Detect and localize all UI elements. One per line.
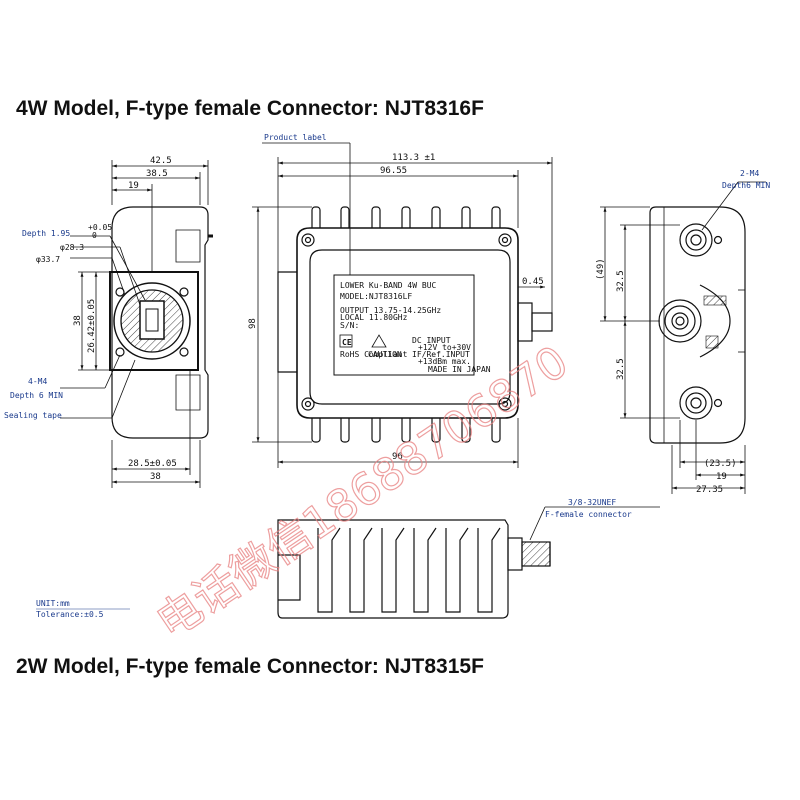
plabel-line7: +12V to+30V — [418, 343, 471, 352]
dim-26-42: 26.42±0.05 — [87, 299, 97, 353]
side-annotations — [529, 506, 660, 541]
label-4-m4: 4-M4 — [28, 377, 47, 386]
plabel-line4: LOCAL 11.80GHz — [340, 313, 408, 322]
plabel-line8: IF/Ref.INPUT — [412, 350, 470, 359]
dim-phi-28-3: φ28.3 — [60, 243, 84, 252]
dim-38-bottom: 38 — [150, 472, 161, 482]
front-view — [277, 206, 553, 443]
dim-42-5: 42.5 — [150, 156, 172, 166]
plabel-line10: MADE IN JAPAN — [428, 365, 491, 374]
front-dimensions — [252, 142, 553, 468]
dim-32-5-top: 32.5 — [616, 270, 626, 292]
label-2-m4: 2-M4 — [740, 169, 759, 178]
label-tolerance: Tolerance:±0.5 — [36, 610, 104, 619]
label-depth-195: Depth 1.95 — [22, 229, 70, 238]
plabel-line3: OUTPUT 13.75-14.25GHz — [340, 306, 441, 315]
product-label-content: LOWER Ku-BAND 4W BUC MODEL:NJT8316LF OUT… — [339, 281, 491, 374]
dim-19-left: 19 — [128, 181, 139, 191]
dim-96-55: 96.55 — [380, 166, 407, 176]
caution-icon — [371, 334, 387, 348]
dim-23-5: (23.5) — [704, 459, 737, 469]
plabel-line2: MODEL:NJT8316LF — [340, 292, 412, 301]
label-tol-zero: 0 — [92, 231, 97, 240]
plabel-rohs: RoHS Compliant — [340, 350, 408, 359]
label-tol-plus: +0.05 — [88, 223, 112, 232]
dim-27-35: 27.35 — [696, 485, 723, 495]
front-dimension-labels: Product label 113.3 ±1 96.55 98 96 0.45 — [248, 133, 544, 462]
dim-28-5: 28.5±0.05 — [128, 459, 177, 469]
side-labels: 3/8-32UNEF F-female connector UNIT:mm To… — [36, 498, 632, 619]
label-depth-6-min: Depth 6 MIN — [10, 391, 63, 400]
label-product-label: Product label — [264, 133, 327, 142]
plabel-line9: +13dBm max. — [418, 357, 471, 366]
right-dimensions — [600, 181, 766, 494]
dim-0-45: 0.45 — [522, 277, 544, 287]
dim-32-5-bottom: 32.5 — [616, 358, 626, 380]
left-view — [109, 206, 213, 439]
plabel-line5: S/N: — [340, 321, 359, 330]
side-view — [277, 519, 551, 619]
plabel-line1: LOWER Ku-BAND 4W BUC — [340, 281, 437, 290]
label-f-female: F-female connector — [545, 510, 632, 519]
label-unit: UNIT:mm — [36, 599, 70, 608]
label-thread: 3/8-32UNEF — [568, 498, 616, 507]
label-depth6-min: Depth6 MIN — [722, 181, 770, 190]
plabel-caution: CAUTION — [368, 350, 402, 359]
dim-phi-33-7: φ33.7 — [36, 255, 60, 264]
side-fins — [317, 527, 501, 613]
right-dimension-labels: 2-M4 Depth6 MIN (49) 32.5 32.5 (23.5) 19… — [596, 169, 770, 495]
label-sealing-tape: Sealing tape — [4, 411, 62, 420]
left-dimension-labels: 42.5 38.5 19 Depth 1.95 +0.05 0 φ28.3 φ3… — [4, 156, 177, 482]
dim-19-right: 19 — [716, 472, 727, 482]
left-dimensions — [60, 160, 209, 488]
right-view — [649, 206, 746, 444]
dim-49: (49) — [596, 258, 606, 280]
dim-38-v: 38 — [73, 315, 83, 326]
dim-96-bottom: 96 — [392, 452, 403, 462]
dim-98: 98 — [248, 318, 258, 329]
page-title: 4W Model, F-type female Connector: NJT83… — [16, 97, 484, 120]
plabel-line6: DC INPUT — [412, 336, 451, 345]
next-section-title: 2W Model, F-type female Connector: NJT83… — [16, 655, 484, 678]
dim-113-3: 113.3 ±1 — [392, 153, 435, 163]
dim-38-5: 38.5 — [146, 169, 168, 179]
svg-text:CE: CE — [342, 338, 352, 347]
